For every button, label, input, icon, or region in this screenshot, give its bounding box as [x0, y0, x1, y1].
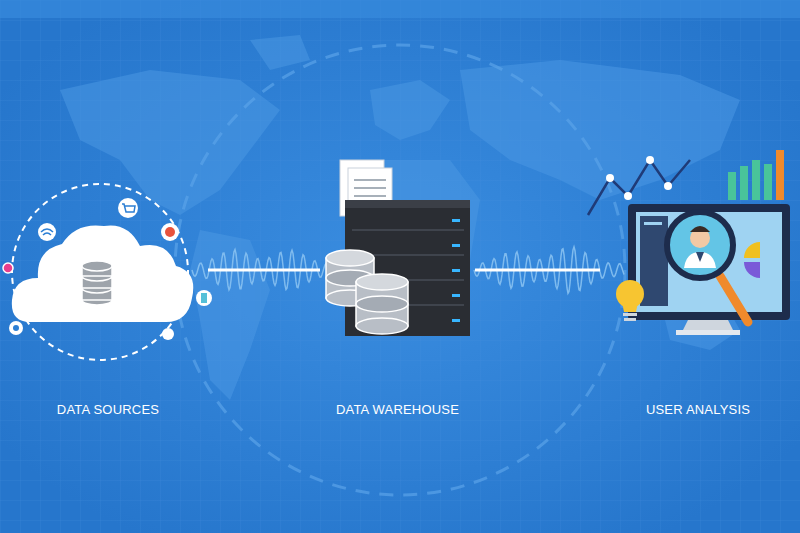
dashed-ring — [175, 45, 625, 495]
signal-wave — [192, 250, 330, 290]
server-illustration — [326, 160, 470, 336]
stage-label: USER ANALYSIS — [600, 402, 796, 418]
stage-label: DATA SOURCES — [8, 402, 208, 418]
stage-node: USER ANALYSIS — [600, 140, 796, 418]
monitor-illustration — [588, 150, 790, 335]
top-band — [0, 0, 800, 18]
data-link — [475, 270, 600, 271]
stage-label: DATA WAREHOUSE — [320, 402, 475, 418]
data-link — [208, 270, 320, 271]
stage-node: DATA WAREHOUSE — [320, 150, 475, 418]
cloud-illustration — [3, 184, 212, 360]
stage-node: DATA SOURCES — [8, 190, 208, 418]
signal-wave — [474, 247, 624, 293]
